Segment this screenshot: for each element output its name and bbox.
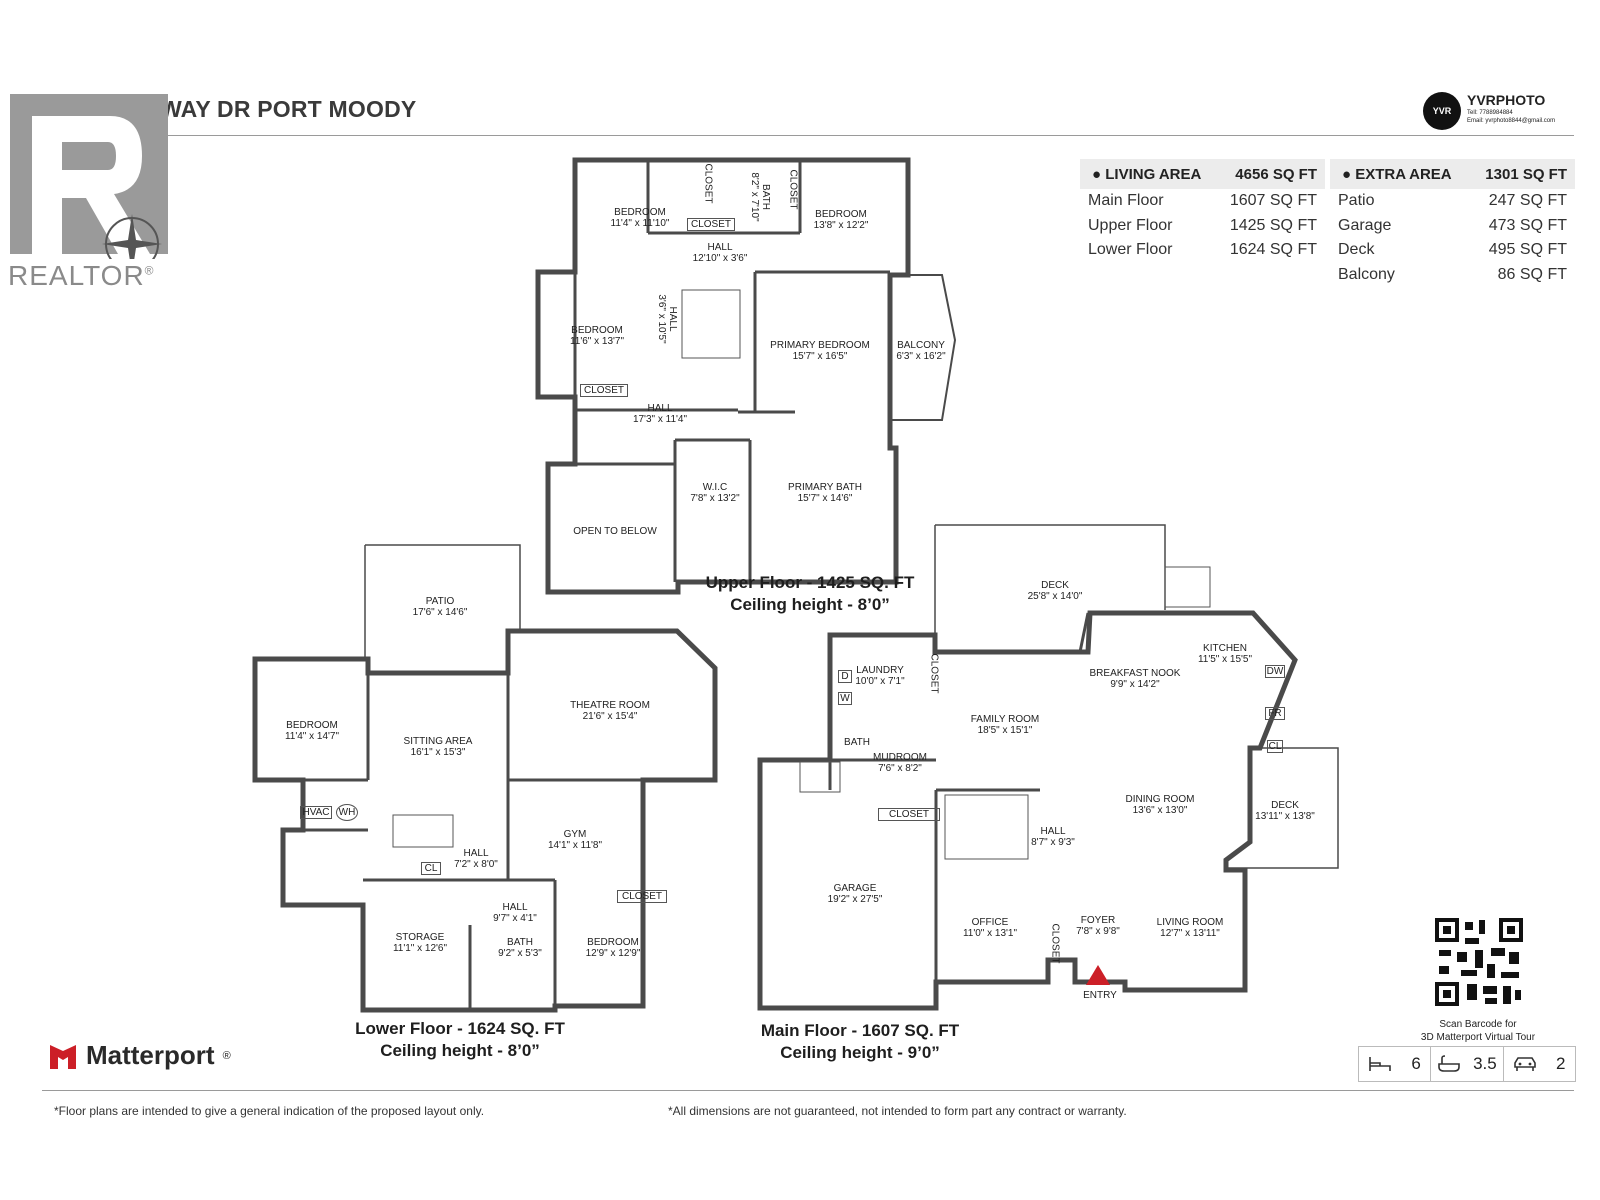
- living-area-total: 4656 SQ FT: [1235, 165, 1317, 183]
- closet-label: CLOSET: [580, 384, 628, 397]
- matterport-logo: Matterport ®: [48, 1040, 231, 1071]
- photographer-name: YVRPHOTO: [1467, 92, 1546, 108]
- bath-label: BATH: [844, 737, 870, 748]
- dryer-tag: D: [838, 670, 852, 683]
- parking-count: 2: [1556, 1054, 1566, 1073]
- closet-label: CLOSET: [702, 163, 714, 204]
- realtor-text: REALTOR: [8, 260, 145, 291]
- washer-tag: W: [838, 692, 852, 705]
- fridge-tag: FR: [1265, 707, 1285, 720]
- photographer-tel: Tell: 7788984884: [1467, 110, 1513, 116]
- bathroom-count: 3.5: [1473, 1054, 1497, 1073]
- header-divider: [42, 135, 1574, 136]
- water-heater-tag: WH: [336, 804, 358, 821]
- realtor-mark: ®: [144, 263, 155, 278]
- dishwasher-tag: DW: [1265, 665, 1285, 678]
- property-stats: 6 3.5 2: [1358, 1046, 1576, 1082]
- closet-label: CLOSET: [617, 890, 667, 903]
- bathtub-icon: [1438, 1055, 1461, 1072]
- extra-area-total: 1301 SQ FT: [1485, 165, 1567, 183]
- closet-label: CLOSET: [878, 808, 940, 821]
- footer-divider: [42, 1090, 1574, 1091]
- extra-area-title: EXTRA AREA: [1355, 165, 1452, 183]
- matterport-icon: [50, 1044, 76, 1069]
- car-icon: [1514, 1057, 1536, 1071]
- realtor-r-icon: [10, 94, 168, 259]
- footer-disclaimer-layout: *Floor plans are intended to give a gene…: [54, 1104, 485, 1118]
- closet-label: CLOSET: [787, 169, 799, 210]
- closet-tag: CL: [1267, 740, 1283, 753]
- entry-label: ENTRY: [1083, 990, 1117, 1001]
- hvac-tag: HVAC: [300, 806, 332, 819]
- matterport-name: Matterport: [86, 1040, 215, 1070]
- bed-icon: [1369, 1057, 1392, 1071]
- closet-tag: CL: [421, 862, 441, 875]
- entry-arrow-icon: [1086, 965, 1110, 985]
- room-label: OPEN TO BELOW: [573, 526, 657, 537]
- closet-label: CLOSET: [928, 653, 940, 694]
- realtor-logo: REALTOR®: [8, 94, 188, 304]
- photographer-logo: YVR YVRPHOTO Tell: 7788984884 Email: yvr…: [1423, 92, 1575, 130]
- closet-label: CLOSET: [687, 218, 735, 231]
- closet-label: CLOSET: [1049, 923, 1061, 964]
- yvr-badge-icon: YVR: [1423, 92, 1461, 130]
- bedroom-count: 6: [1411, 1054, 1421, 1073]
- footer-disclaimer-dimensions: *All dimensions are not guaranteed, not …: [668, 1104, 1127, 1118]
- qr-code-icon: [1435, 918, 1523, 1006]
- lower-floor-outline: [252, 628, 718, 1013]
- photographer-email: Email: yvrphoto8844@gmail.com: [1467, 118, 1556, 124]
- living-area-title: LIVING AREA: [1105, 165, 1202, 183]
- matterport-mark: ®: [222, 1049, 231, 1062]
